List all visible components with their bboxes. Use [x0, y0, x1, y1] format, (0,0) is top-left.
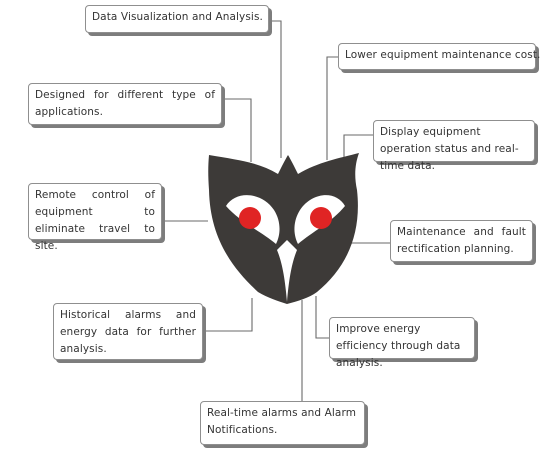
connector-display-status [343, 134, 374, 160]
lower-cost-box: Lower equipment maintenance cost. [338, 43, 540, 70]
connector-data-visualization [268, 20, 282, 158]
connector-lower-cost [326, 56, 339, 160]
owl-head-shape [208, 153, 359, 304]
display-status-box: Display equipment operation status and r… [373, 120, 535, 172]
maintenance-box: Maintenance and fault rectification plan… [390, 220, 533, 262]
improve-efficiency-box: Improve energy efficiency through data a… [329, 317, 475, 369]
owl-icon [208, 153, 359, 304]
realtime-alarms-box: Real-time alarms and Alarm Notifications… [200, 401, 365, 445]
designed-for-box: Designed for different type of applicati… [28, 83, 222, 125]
owl-left-eye [239, 207, 261, 229]
owl-right-eye [310, 207, 332, 229]
data-visualization-box: Data Visualization and Analysis. [85, 5, 269, 33]
historical-alarms-box: Historical alarms and energy data for fu… [53, 303, 203, 360]
owl-beak-divider [277, 240, 297, 302]
connector-designed-for [220, 98, 252, 162]
remote-control-box: Remote control of equipment to eliminate… [28, 183, 162, 252]
connector-improve-efficiency [315, 296, 330, 339]
connectors [161, 20, 391, 402]
connector-historical-alarms [202, 298, 253, 332]
